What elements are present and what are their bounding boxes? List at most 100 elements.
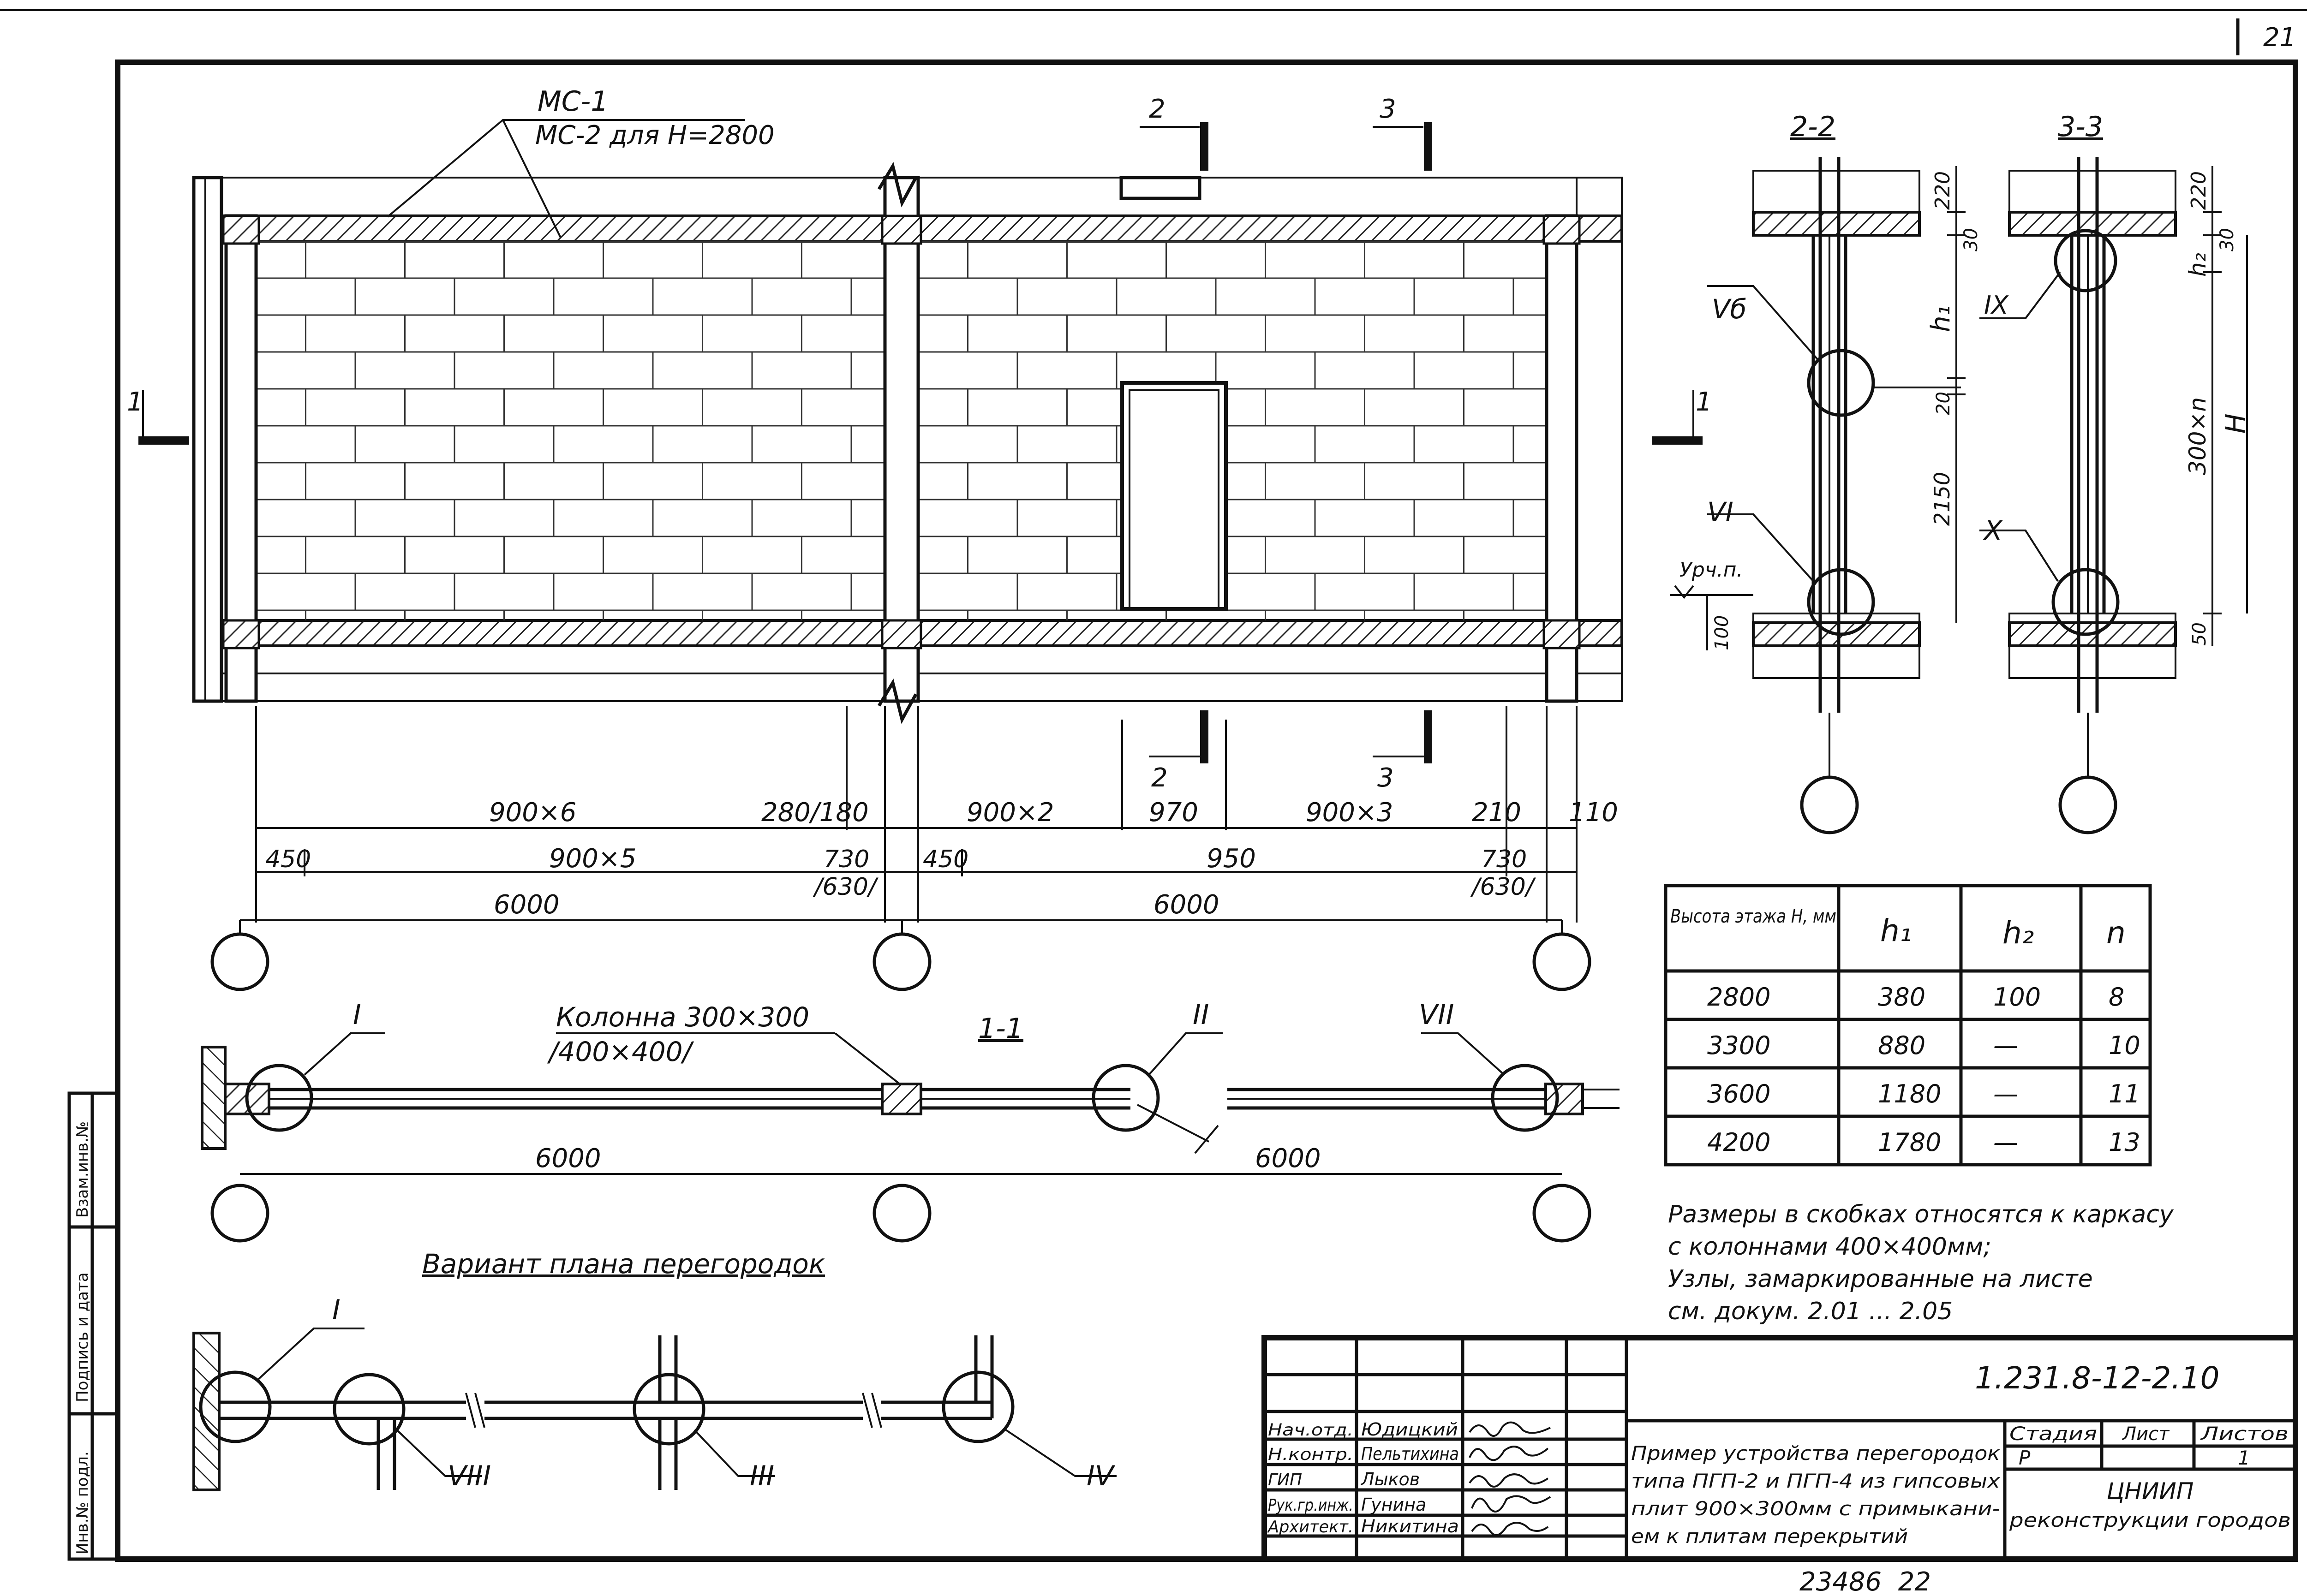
svg-text:h₂: h₂ [2184, 253, 2211, 277]
svg-text:III: III [750, 1460, 774, 1492]
sheet-value: 1 [2238, 1447, 2250, 1469]
svg-text:Vб: Vб [1712, 293, 1746, 325]
svg-text:280/180: 280/180 [761, 798, 869, 828]
stamp-vzam-inv: Взам.инв.№ [73, 1121, 92, 1218]
cut-mark-3-top: 3 [1373, 94, 1432, 171]
notes: Размеры в скобках относятся к каркасу с … [1668, 1201, 2174, 1325]
section-1-1: 1-1 I II VII Колонна 300×300 /400×400/ 6… [201, 999, 1620, 1243]
svg-text:VI: VI [1707, 496, 1733, 528]
wall-left [201, 1046, 227, 1150]
table-header-h1: h₁ [1880, 913, 1912, 948]
svg-text:H: H [2220, 413, 2251, 434]
svg-text:I: I [353, 999, 361, 1031]
section-2-2: 2-2 Vб VI Урч.п. 220 30 h₁ 20 2150 100 [1670, 111, 1982, 834]
svg-text:1: 1 [1696, 387, 1712, 417]
svg-text:30: 30 [1960, 228, 1982, 251]
side-stamp: Инв.№ подл. Подпись и дата Взам.инв.№ [67, 1091, 120, 1561]
cut-mark-1-left: 1 [127, 387, 189, 445]
svg-text:Никитина: Никитина [1361, 1516, 1459, 1536]
label-ms2: МС-2 для Н=2800 [535, 120, 775, 150]
note-line-4: см. докум. 2.01 ... 2.05 [1668, 1298, 1953, 1325]
cut-mark-2-bottom: 2 [1149, 710, 1208, 793]
section-2-2-title: 2-2 [1790, 111, 1835, 143]
svg-text:3: 3 [1380, 94, 1396, 124]
svg-text:900×2: 900×2 [967, 798, 1054, 828]
svg-text:6000: 6000 [494, 890, 560, 920]
cut-mark-1-right: 1 [1652, 387, 1712, 445]
door-opening [1120, 381, 1228, 611]
table-cell: 10 [2109, 1031, 2140, 1060]
plan-variant-title: Вариант плана перегородок [422, 1248, 825, 1280]
svg-text:210: 210 [1472, 798, 1521, 828]
svg-text:I: I [332, 1294, 341, 1326]
table-cell: 380 [1878, 983, 1925, 1012]
svg-text:100: 100 [1711, 615, 1733, 650]
plan-variant: Вариант плана перегородок I VIII III IV [192, 1248, 1117, 1492]
svg-text:730: 730 [1481, 846, 1527, 873]
table-header-height: Высота этажа Н, мм [1670, 906, 1836, 927]
svg-text:Лыков: Лыков [1360, 1469, 1420, 1489]
table-header-n: n [2106, 915, 2126, 951]
section-1-1-title: 1-1 [978, 1012, 1023, 1045]
svg-text:Юдицкий: Юдицкий [1361, 1419, 1458, 1440]
svg-text:900×3: 900×3 [1306, 798, 1393, 828]
table-cell: 13 [2109, 1128, 2140, 1157]
stage-header: Стадия [2009, 1423, 2097, 1445]
table-cell: 1780 [1878, 1128, 1941, 1157]
svg-text:450: 450 [265, 846, 311, 873]
signatures [1469, 1421, 1551, 1536]
table-header-h2: h₂ [2002, 915, 2034, 951]
bottom-number: 23486 22 [1799, 1567, 1931, 1596]
svg-text:30: 30 [2217, 228, 2238, 251]
svg-text:Гунина: Гунина [1361, 1495, 1426, 1515]
table-cell: 100 [1993, 983, 2041, 1012]
sheets-header: Листов [2199, 1423, 2289, 1445]
svg-text:Архитект.: Архитект. [1267, 1518, 1353, 1536]
title-line-2: типа ПГП-2 и ПГП-4 из гипсовых [1631, 1470, 2001, 1492]
stamp-inv-podl: Инв.№ подл. [73, 1451, 92, 1554]
svg-text:950: 950 [1207, 844, 1256, 874]
elevation-dimensions: 900×6 280/180 900×2 970 900×3 210 110 45… [210, 706, 1618, 991]
table-cell: 3600 [1707, 1079, 1770, 1108]
table-cell: — [1993, 1031, 2018, 1060]
svg-text:6000: 6000 [1255, 1143, 1321, 1173]
page-number: 21 [2263, 23, 2296, 53]
svg-text:2: 2 [1149, 94, 1165, 124]
table-cell: 880 [1878, 1031, 1925, 1060]
table-cell: — [1993, 1128, 2018, 1157]
note-line-2: с колоннами 400×400мм; [1668, 1233, 1991, 1261]
svg-text:IV: IV [1087, 1460, 1116, 1492]
table-cell: 2800 [1707, 983, 1770, 1012]
svg-text:II: II [1193, 999, 1209, 1031]
svg-text:2150: 2150 [1930, 472, 1954, 526]
svg-text:VIII: VIII [448, 1460, 491, 1492]
svg-text:6000: 6000 [1154, 890, 1219, 920]
svg-text:220: 220 [2187, 171, 2211, 210]
svg-text:3: 3 [1377, 763, 1394, 793]
svg-text:970: 970 [1149, 798, 1198, 828]
note-line-1: Размеры в скобках относятся к каркасу [1668, 1201, 2174, 1228]
table-cell: 11 [2109, 1079, 2140, 1108]
sheet-header: Лист [2122, 1423, 2170, 1445]
svg-text:2: 2 [1151, 763, 1168, 793]
svg-text:IX: IX [1984, 291, 2009, 320]
table-cell: 4200 [1707, 1128, 1770, 1157]
svg-text:X: X [1983, 515, 2003, 546]
svg-text:Нач.отд.: Нач.отд. [1268, 1421, 1353, 1440]
svg-text:ГИП: ГИП [1268, 1471, 1302, 1489]
stamp-signature-date: Подпись и дата [73, 1272, 92, 1402]
section-3-3: 3-3 IX X 220 30 h₂ H 300×n 50 [1979, 111, 2251, 834]
svg-text:VII: VII [1419, 999, 1454, 1031]
column-2 [883, 176, 920, 703]
org-line-2: реконструкции городов [2009, 1509, 2291, 1531]
note-line-3: Узлы, замаркированные на листе [1668, 1265, 2093, 1293]
svg-text:730: 730 [824, 846, 869, 873]
svg-text:50: 50 [2189, 622, 2210, 646]
title-line-1: Пример устройства перегородок [1631, 1442, 2001, 1465]
svg-text:Урч.п.: Урч.п. [1679, 558, 1743, 582]
svg-text:/630/: /630/ [813, 873, 879, 901]
svg-text:20: 20 [1933, 392, 1954, 415]
cut-mark-3-bottom: 3 [1373, 710, 1432, 793]
cut-mark-2-top: 2 [1140, 94, 1208, 171]
